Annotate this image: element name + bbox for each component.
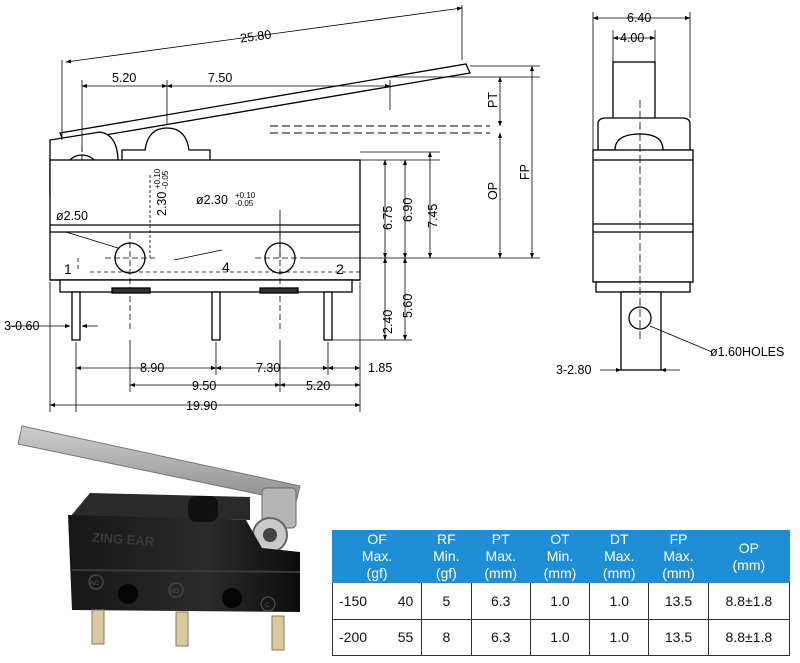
- cell-rf: 8: [421, 618, 472, 656]
- dim-6-90: 6.90: [401, 198, 415, 222]
- dim-7-30: 7.30: [256, 361, 280, 375]
- photo-pin-3: [271, 615, 285, 651]
- tol-lower-left: -0.05: [161, 170, 170, 189]
- actuator-plunger: [121, 127, 211, 160]
- photo-brand: ZING EAR: [92, 530, 156, 549]
- dim-9-50: 9.50: [192, 379, 216, 393]
- tol-upper-left: +0.10: [153, 168, 162, 189]
- dim-width-6-40: 6.40: [627, 11, 651, 25]
- label-fp: FP: [518, 164, 532, 180]
- label-op: OP: [486, 182, 500, 200]
- cell-model: -150: [332, 582, 390, 620]
- table-row: -200 55 8 6.3 1.0 1.0 13.5 8.8±1.8: [332, 618, 791, 656]
- product-photo: ZING EAR NC NO C: [17, 425, 301, 651]
- dim-19-90: 19.90: [186, 399, 217, 413]
- label-pt: PT: [486, 92, 500, 108]
- dim-5-60: 5.60: [401, 294, 415, 318]
- dim-6-75: 6.75: [381, 206, 395, 230]
- front-terminal-hole: [628, 306, 652, 330]
- tol-lower-right: -0.05: [235, 199, 254, 208]
- cell-dt: 1.0: [589, 618, 650, 656]
- cell-op: 8.8±1.8: [707, 618, 791, 656]
- cell-model: -200: [332, 618, 390, 656]
- cell-op: 8.8±1.8: [707, 582, 791, 620]
- cell-of: 55: [390, 618, 423, 656]
- dim-7-50: 7.50: [208, 71, 232, 85]
- hole-diameter: ø2.50: [56, 209, 88, 223]
- dim-pin-width: 3-0.60: [4, 319, 39, 333]
- cell-fp: 13.5: [648, 582, 709, 620]
- dim-lever-length: 25.80: [239, 28, 272, 46]
- cell-pt: 6.3: [470, 618, 531, 656]
- switch-body: [49, 159, 361, 281]
- dim-5-20-bottom: 5.20: [306, 379, 330, 393]
- photo-mark-nc: NC: [90, 581, 99, 587]
- terminal-pin-4: [211, 291, 221, 341]
- photo-pin-1: [91, 609, 105, 645]
- photo-mark-no: NO: [170, 589, 179, 595]
- cell-ot: 1.0: [529, 618, 591, 656]
- dim-width-4-00: 4.00: [620, 31, 644, 45]
- cell-fp: 13.5: [648, 618, 709, 656]
- cell-of: 40: [390, 582, 423, 620]
- dim-8-90: 8.90: [140, 361, 164, 375]
- technical-drawing: 25.80 5.20 7.50 PT OP FP 2.30 +0.10 -0.0…: [4, 5, 784, 413]
- cell-rf: 5: [421, 582, 472, 620]
- photo-lever: [17, 425, 301, 503]
- dim-2-40: 2.40: [381, 310, 395, 334]
- table-row: -150 40 5 6.3 1.0 1.0 13.5 8.8±1.8: [332, 582, 791, 620]
- front-terminal: [620, 291, 662, 371]
- dim-1-85: 1.85: [368, 361, 392, 375]
- cell-pt: 6.3: [470, 582, 531, 620]
- dim-5-20-top: 5.20: [112, 71, 136, 85]
- hole-left-tolerance: 2.30: [155, 192, 169, 216]
- hole-right-tolerance: ø2.30: [196, 193, 228, 207]
- terminal-label-1: 1: [64, 261, 72, 277]
- dim-front-pin-width: 3-2.80: [556, 363, 591, 377]
- cell-ot: 1.0: [529, 582, 591, 620]
- terminal-label-2: 2: [336, 261, 344, 277]
- header-op: OP(mm): [707, 530, 791, 583]
- holes-label: ø1.60HOLES: [710, 345, 784, 359]
- dim-7-45: 7.45: [426, 204, 440, 228]
- terminal-label-4: 4: [222, 259, 230, 275]
- photo-plunger: [188, 496, 218, 522]
- terminal-pin-2: [323, 291, 333, 341]
- tol-upper-right: +0.10: [235, 191, 256, 200]
- terminal-pin-1: [71, 291, 81, 341]
- cell-dt: 1.0: [589, 582, 650, 620]
- photo-mark-c: C: [265, 603, 270, 609]
- front-body: [592, 149, 694, 283]
- photo-pin-2: [175, 611, 189, 647]
